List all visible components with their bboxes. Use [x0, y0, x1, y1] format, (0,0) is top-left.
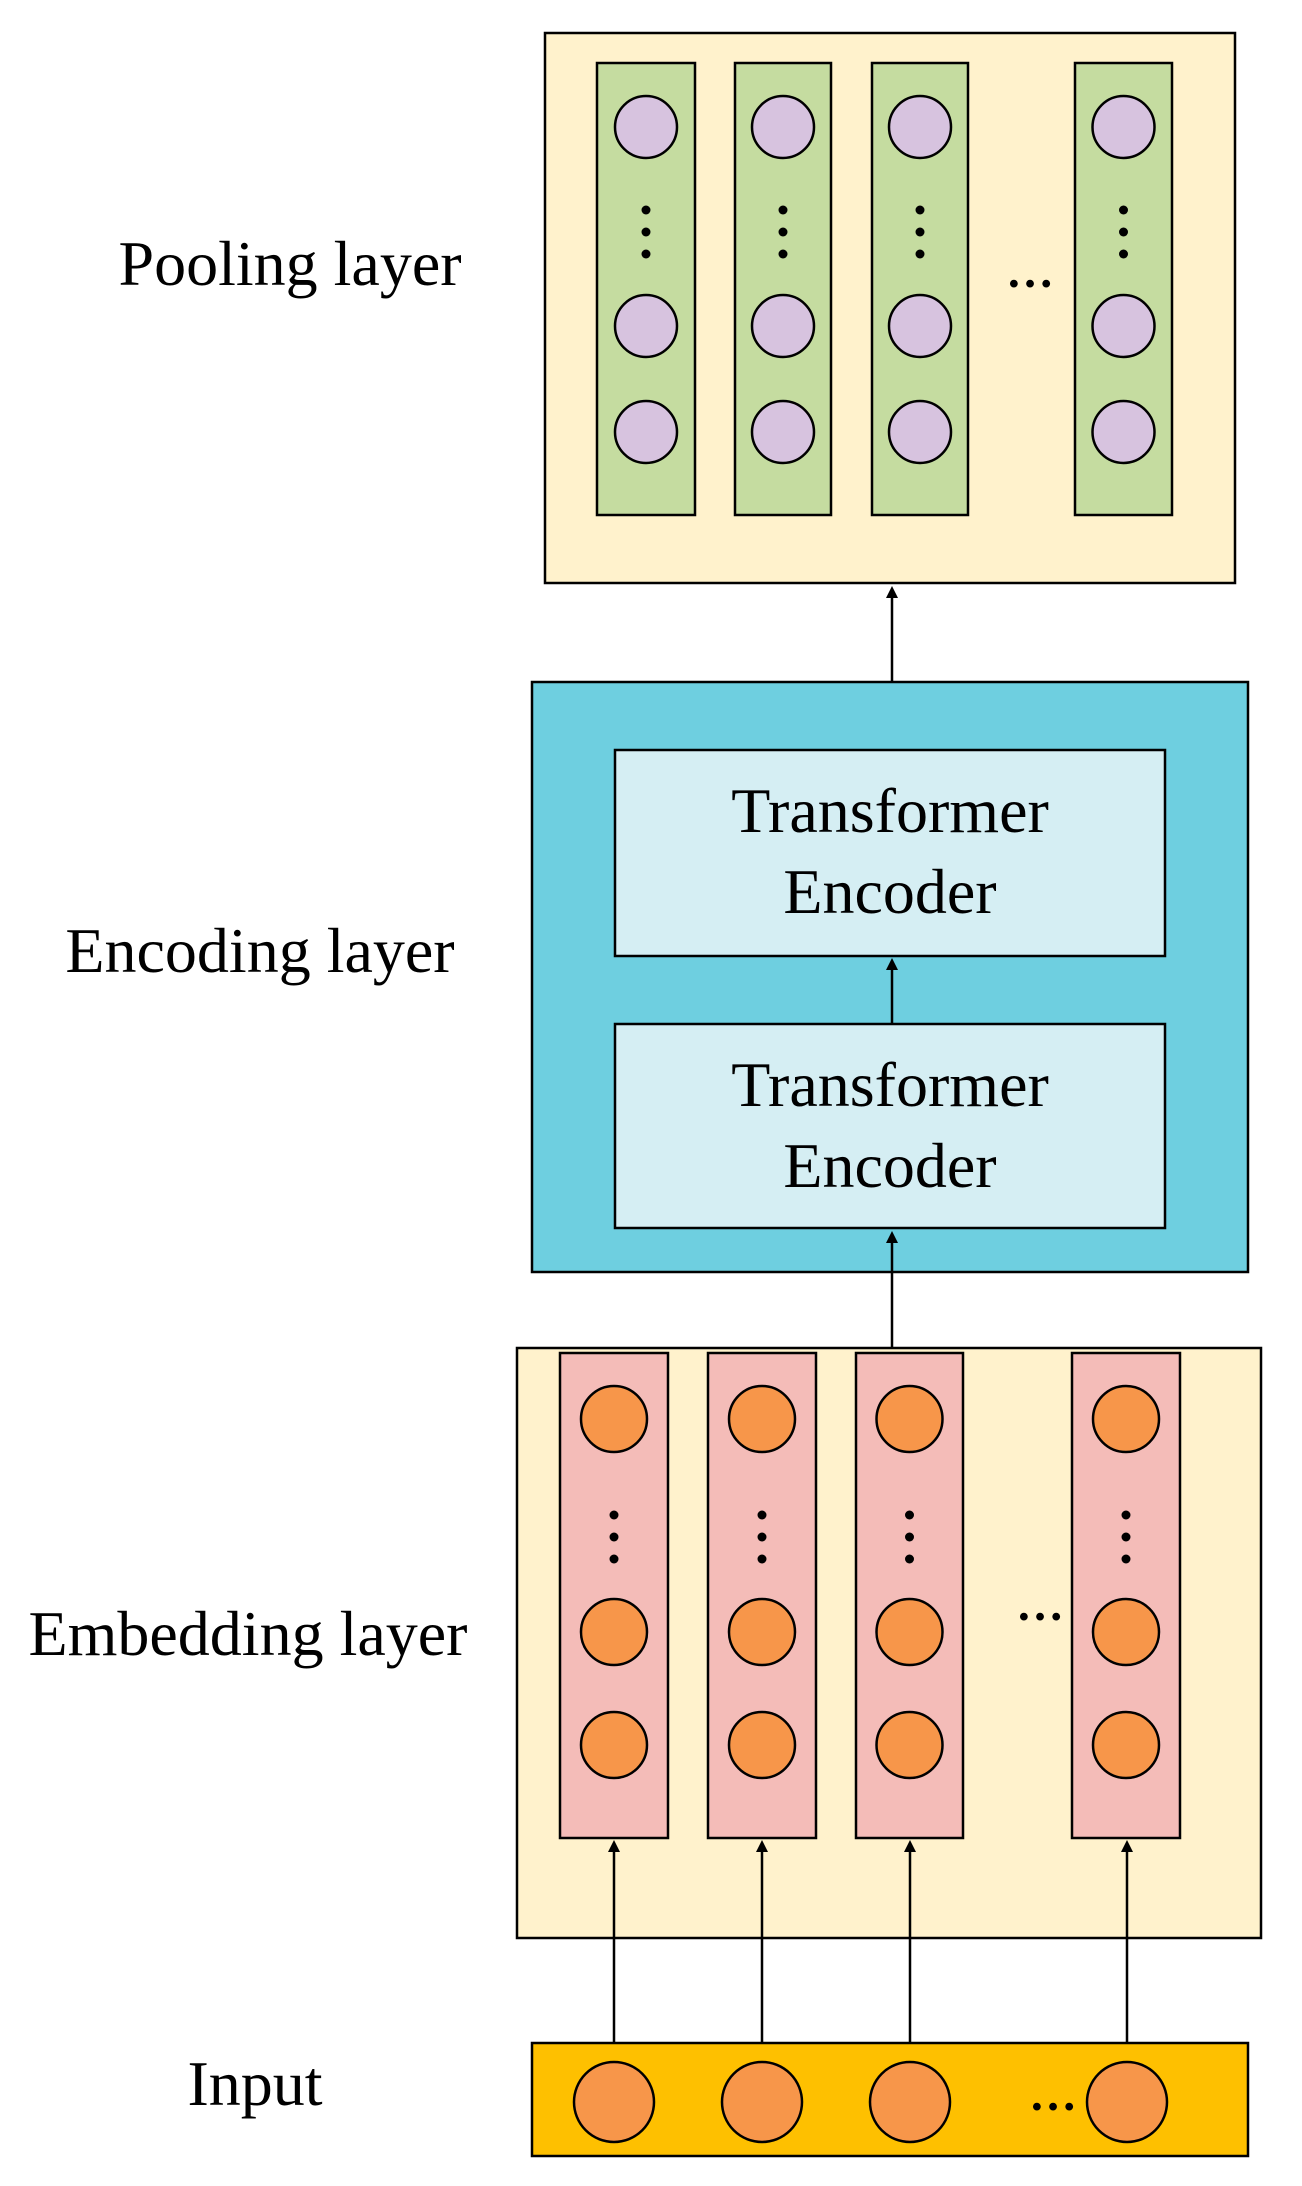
embedding-column-2 [706, 1351, 818, 1840]
pooling-node [1091, 94, 1156, 160]
input-to-embedding-arrows [608, 1840, 1133, 2055]
pooling-column-4-ellipsis-dot-1 [1119, 227, 1128, 237]
encoding-layer-label: Encoding layer [65, 915, 454, 986]
embedding-column-2-ellipsis-dot-0 [757, 1510, 767, 1520]
embedding-column-1-ellipsis-dot-0 [609, 1510, 619, 1520]
pooling-column-1-ellipsis-dot-0 [641, 205, 651, 215]
embedding-column-4-ellipsis-dot-0 [1121, 1510, 1131, 1520]
embedding-node [727, 1384, 797, 1454]
pooling-column-4 [1073, 61, 1174, 517]
embedding-node [579, 1384, 649, 1454]
input-node-4 [1085, 2060, 1169, 2144]
pooling-node [750, 293, 816, 359]
pooling-column-2-ellipsis-dot-0 [778, 205, 788, 215]
pooling-layer: … [543, 31, 1237, 585]
pooling-node [887, 94, 953, 160]
embedding-node [579, 1710, 649, 1780]
embedding-column-3 [854, 1351, 965, 1840]
pooling-column-3-ellipsis-dot-0 [915, 205, 925, 215]
embedding-node [1091, 1597, 1161, 1667]
input-node-3 [868, 2060, 952, 2144]
embedding-node [727, 1597, 797, 1667]
embedding-column-1 [558, 1351, 670, 1840]
pooling-layer-label: Pooling layer [118, 228, 461, 299]
pooling-column-2 [733, 61, 833, 517]
embedding-node [875, 1597, 944, 1667]
pooling-column-1-ellipsis-dot-1 [641, 227, 651, 237]
embedding-column-4 [1070, 1351, 1182, 1840]
encoding-layer: Transformer Encoder Transformer Encoder [530, 680, 1250, 1274]
encoder-top-line1: Transformer [731, 775, 1049, 846]
embedding-column-1-ellipsis-dot-1 [609, 1532, 619, 1542]
pooling-node [750, 94, 816, 160]
pooling-ellipsis: … [1006, 245, 1054, 298]
input-node-1 [572, 2060, 656, 2144]
pooling-column-1-ellipsis-dot-2 [641, 249, 651, 259]
pooling-column-2-ellipsis-dot-2 [778, 249, 788, 259]
pooling-column-1 [595, 61, 697, 517]
embedding-node [579, 1597, 649, 1667]
encoder-box-top [613, 748, 1167, 958]
embedding-node [1091, 1710, 1161, 1780]
embedding-column-4-ellipsis-dot-1 [1121, 1532, 1131, 1542]
pooling-node [613, 399, 679, 465]
pooling-node [1091, 399, 1156, 465]
encoder-bottom-line2: Encoder [783, 1130, 996, 1201]
embedding-node [875, 1710, 944, 1780]
input-layer: … [530, 2041, 1250, 2158]
pooling-column-3-ellipsis-dot-2 [915, 249, 925, 259]
embedding-column-1-ellipsis-dot-2 [609, 1554, 619, 1564]
pooling-column-2-ellipsis-dot-1 [778, 227, 788, 237]
embedding-column-2-ellipsis-dot-2 [757, 1554, 767, 1564]
pooling-column-4-ellipsis-dot-0 [1119, 205, 1128, 215]
encoder-top-line2: Encoder [783, 856, 996, 927]
pooling-node [887, 293, 953, 359]
embedding-ellipsis: … [1016, 1578, 1064, 1631]
input-node-2 [720, 2060, 804, 2144]
embedding-layer-label: Embedding layer [29, 1598, 468, 1669]
embedding-column-3-ellipsis-dot-0 [905, 1510, 914, 1520]
pooling-column-3 [870, 61, 970, 517]
input-label: Input [187, 2048, 322, 2119]
pooling-node [887, 399, 953, 465]
embedding-column-3-ellipsis-dot-2 [905, 1554, 914, 1564]
embedding-node [1091, 1384, 1161, 1454]
pooling-node [613, 94, 679, 160]
embedding-node [727, 1710, 797, 1780]
embedding-layer: … [515, 1346, 1263, 1940]
pooling-node [613, 293, 679, 359]
embedding-node [875, 1384, 944, 1454]
encoder-bottom-line1: Transformer [731, 1049, 1049, 1120]
pooling-node [1091, 293, 1156, 359]
encoder-box-bottom [613, 1022, 1167, 1230]
pooling-node [750, 399, 816, 465]
pooling-column-3-ellipsis-dot-1 [915, 227, 925, 237]
embedding-column-3-ellipsis-dot-1 [905, 1532, 914, 1542]
pooling-column-4-ellipsis-dot-2 [1119, 249, 1128, 259]
input-ellipsis: … [1029, 2068, 1077, 2121]
embedding-column-2-ellipsis-dot-1 [757, 1532, 767, 1542]
embedding-column-4-ellipsis-dot-2 [1121, 1554, 1131, 1564]
